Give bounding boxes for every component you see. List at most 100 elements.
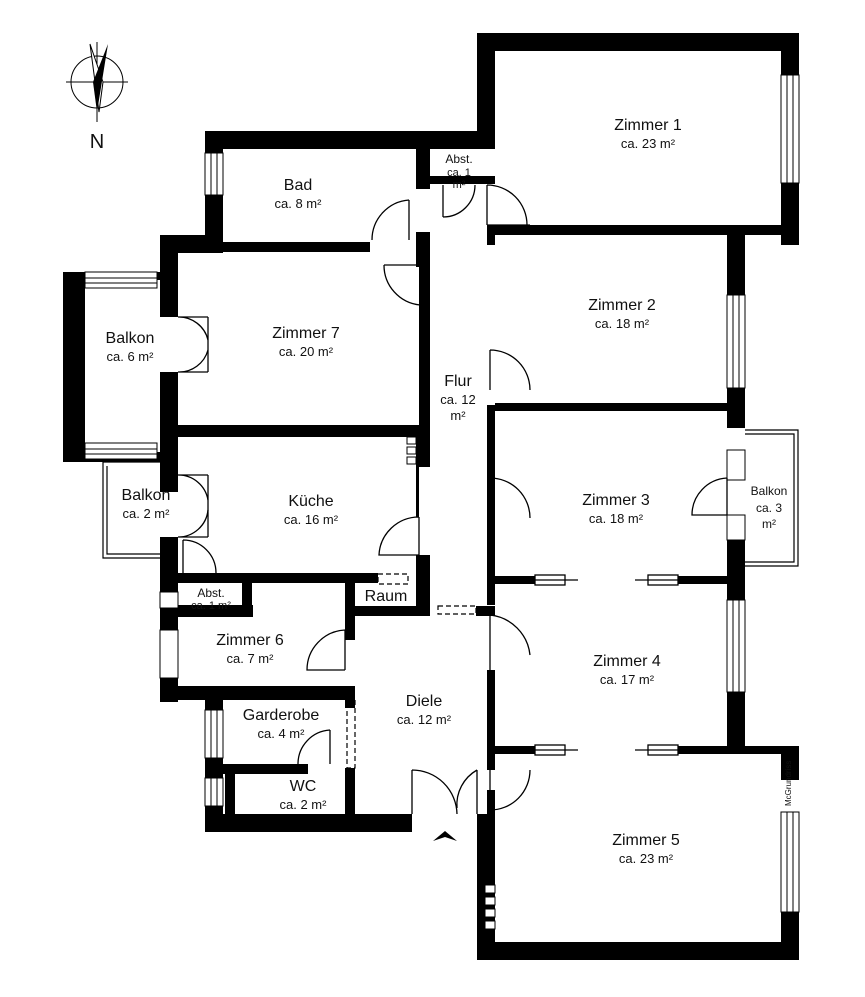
window xyxy=(159,629,179,679)
room-area: ca. 7 m² xyxy=(227,651,275,666)
wall xyxy=(495,746,535,754)
room-name: Raum xyxy=(365,588,408,605)
walls xyxy=(63,33,799,960)
window xyxy=(780,811,800,913)
room-area: ca. 20 m² xyxy=(279,344,334,359)
wall xyxy=(160,686,355,700)
window xyxy=(204,152,224,196)
wall xyxy=(225,770,235,814)
wall xyxy=(487,670,495,770)
room-zimmer-4: Zimmer 4 ca. 17 m² xyxy=(593,653,661,687)
wall xyxy=(160,537,178,592)
room-name: Balkon xyxy=(751,484,788,498)
wall xyxy=(205,814,412,832)
wall xyxy=(355,606,430,616)
wall xyxy=(430,176,495,184)
wall xyxy=(345,583,355,618)
room-bad: Bad ca. 8 m² xyxy=(275,177,323,211)
room-flur: Flur ca. 12 m² xyxy=(440,373,475,423)
room-name: Zimmer 4 xyxy=(593,653,661,670)
window xyxy=(726,449,746,481)
room-name: Abst. xyxy=(445,152,472,166)
room-area: ca. 23 m² xyxy=(621,136,676,151)
room-abst-small: Abst. ca. 1 m² xyxy=(191,586,231,612)
wall xyxy=(727,692,745,750)
wall xyxy=(416,232,430,267)
room-zimmer-6: Zimmer 6 ca. 7 m² xyxy=(216,632,284,666)
compass-icon xyxy=(66,42,128,122)
wall xyxy=(416,555,430,610)
room-name: Zimmer 1 xyxy=(614,117,682,134)
room-zimmer-5: Zimmer 5 ca. 23 m² xyxy=(612,832,680,866)
wall xyxy=(178,573,378,583)
room-area: ca. 2 m² xyxy=(123,506,171,521)
room-area-unit: m² xyxy=(450,408,466,423)
wall xyxy=(178,242,370,252)
window xyxy=(780,74,800,184)
window xyxy=(159,591,179,609)
wall xyxy=(727,235,745,295)
room-area: ca. 1 xyxy=(447,167,471,179)
room-name: Diele xyxy=(406,693,443,710)
wall xyxy=(495,225,799,235)
wall xyxy=(419,267,430,425)
room-wc: WC ca. 2 m² xyxy=(280,778,328,812)
room-zimmer-2: Zimmer 2 ca. 18 m² xyxy=(588,297,656,331)
room-abst-top: Abst. ca. 1 m² xyxy=(445,152,472,191)
room-name: Balkon xyxy=(122,487,171,504)
room-balkon-west-small: Balkon ca. 2 m² xyxy=(122,487,171,521)
room-area: ca. 12 xyxy=(440,392,475,407)
wall xyxy=(345,768,355,814)
room-area: ca. 17 m² xyxy=(600,672,655,687)
room-name: Zimmer 2 xyxy=(588,297,656,314)
wall xyxy=(345,616,355,640)
room-area: ca. 6 m² xyxy=(107,349,155,364)
room-name: Flur xyxy=(444,373,472,390)
doors xyxy=(177,184,728,815)
room-zimmer-3: Zimmer 3 ca. 18 m² xyxy=(582,492,650,526)
window xyxy=(726,599,746,693)
wall xyxy=(477,942,799,960)
wall xyxy=(416,437,419,517)
room-name: Zimmer 5 xyxy=(612,832,680,849)
window xyxy=(204,709,224,759)
wall xyxy=(675,746,799,754)
room-area: ca. 1 m² xyxy=(191,600,231,612)
wall xyxy=(178,425,430,437)
room-name: Bad xyxy=(284,177,312,194)
wall xyxy=(675,576,745,584)
wall xyxy=(781,746,799,780)
wall xyxy=(160,372,178,492)
window xyxy=(84,442,158,460)
wall xyxy=(487,790,495,820)
room-kueche: Küche ca. 16 m² xyxy=(284,493,339,527)
room-name: Garderobe xyxy=(243,707,320,724)
room-name: Balkon xyxy=(106,330,155,347)
room-area: ca. 8 m² xyxy=(275,196,323,211)
wall xyxy=(477,33,495,145)
room-name: Abst. xyxy=(197,586,224,600)
brand-label: McGrundriss xyxy=(784,761,793,806)
room-zimmer-7: Zimmer 7 ca. 20 m² xyxy=(272,325,340,359)
room-area: ca. 23 m² xyxy=(619,851,674,866)
wall xyxy=(205,131,495,149)
window xyxy=(726,294,746,389)
room-zimmer-1: Zimmer 1 ca. 23 m² xyxy=(614,117,682,151)
room-name: Zimmer 7 xyxy=(272,325,340,342)
wall xyxy=(495,576,535,584)
wall xyxy=(487,405,495,605)
openings xyxy=(346,573,477,769)
wall xyxy=(345,700,355,708)
wall xyxy=(495,403,745,411)
window xyxy=(726,514,746,541)
room-raum: Raum xyxy=(365,588,408,605)
room-balkon-east: Balkon ca. 3 m² xyxy=(751,484,788,531)
room-area-unit: m² xyxy=(762,517,776,531)
room-area-unit: m² xyxy=(453,179,466,191)
entrance-arrow-icon xyxy=(433,831,457,841)
wall xyxy=(416,149,430,189)
wall xyxy=(727,540,745,600)
wall xyxy=(242,583,252,615)
vent-blocks xyxy=(406,436,496,930)
